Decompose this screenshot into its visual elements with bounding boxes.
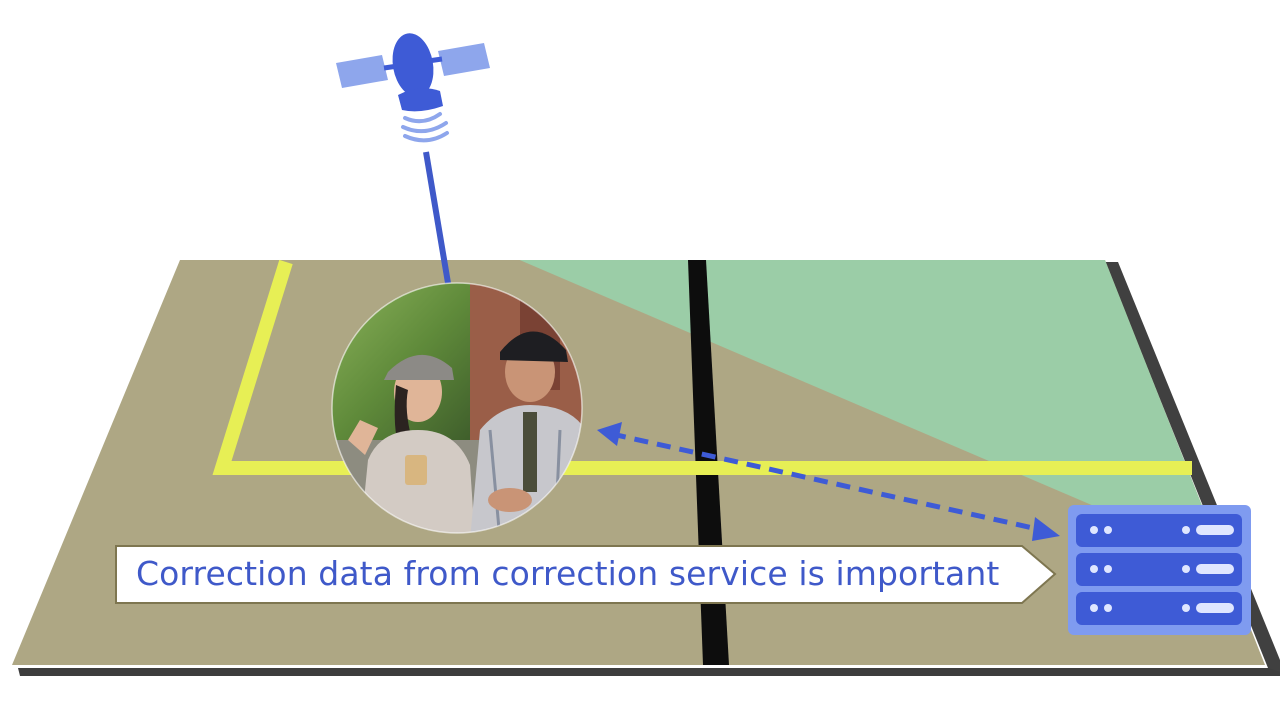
satellite-left-panel <box>336 55 388 88</box>
satellite-right-panel <box>438 43 490 76</box>
server-rack-icon <box>1068 505 1251 635</box>
caption-text: Correction data from correction service … <box>136 552 1036 596</box>
satellite-icon <box>336 30 490 140</box>
satellite-dish <box>398 88 443 111</box>
